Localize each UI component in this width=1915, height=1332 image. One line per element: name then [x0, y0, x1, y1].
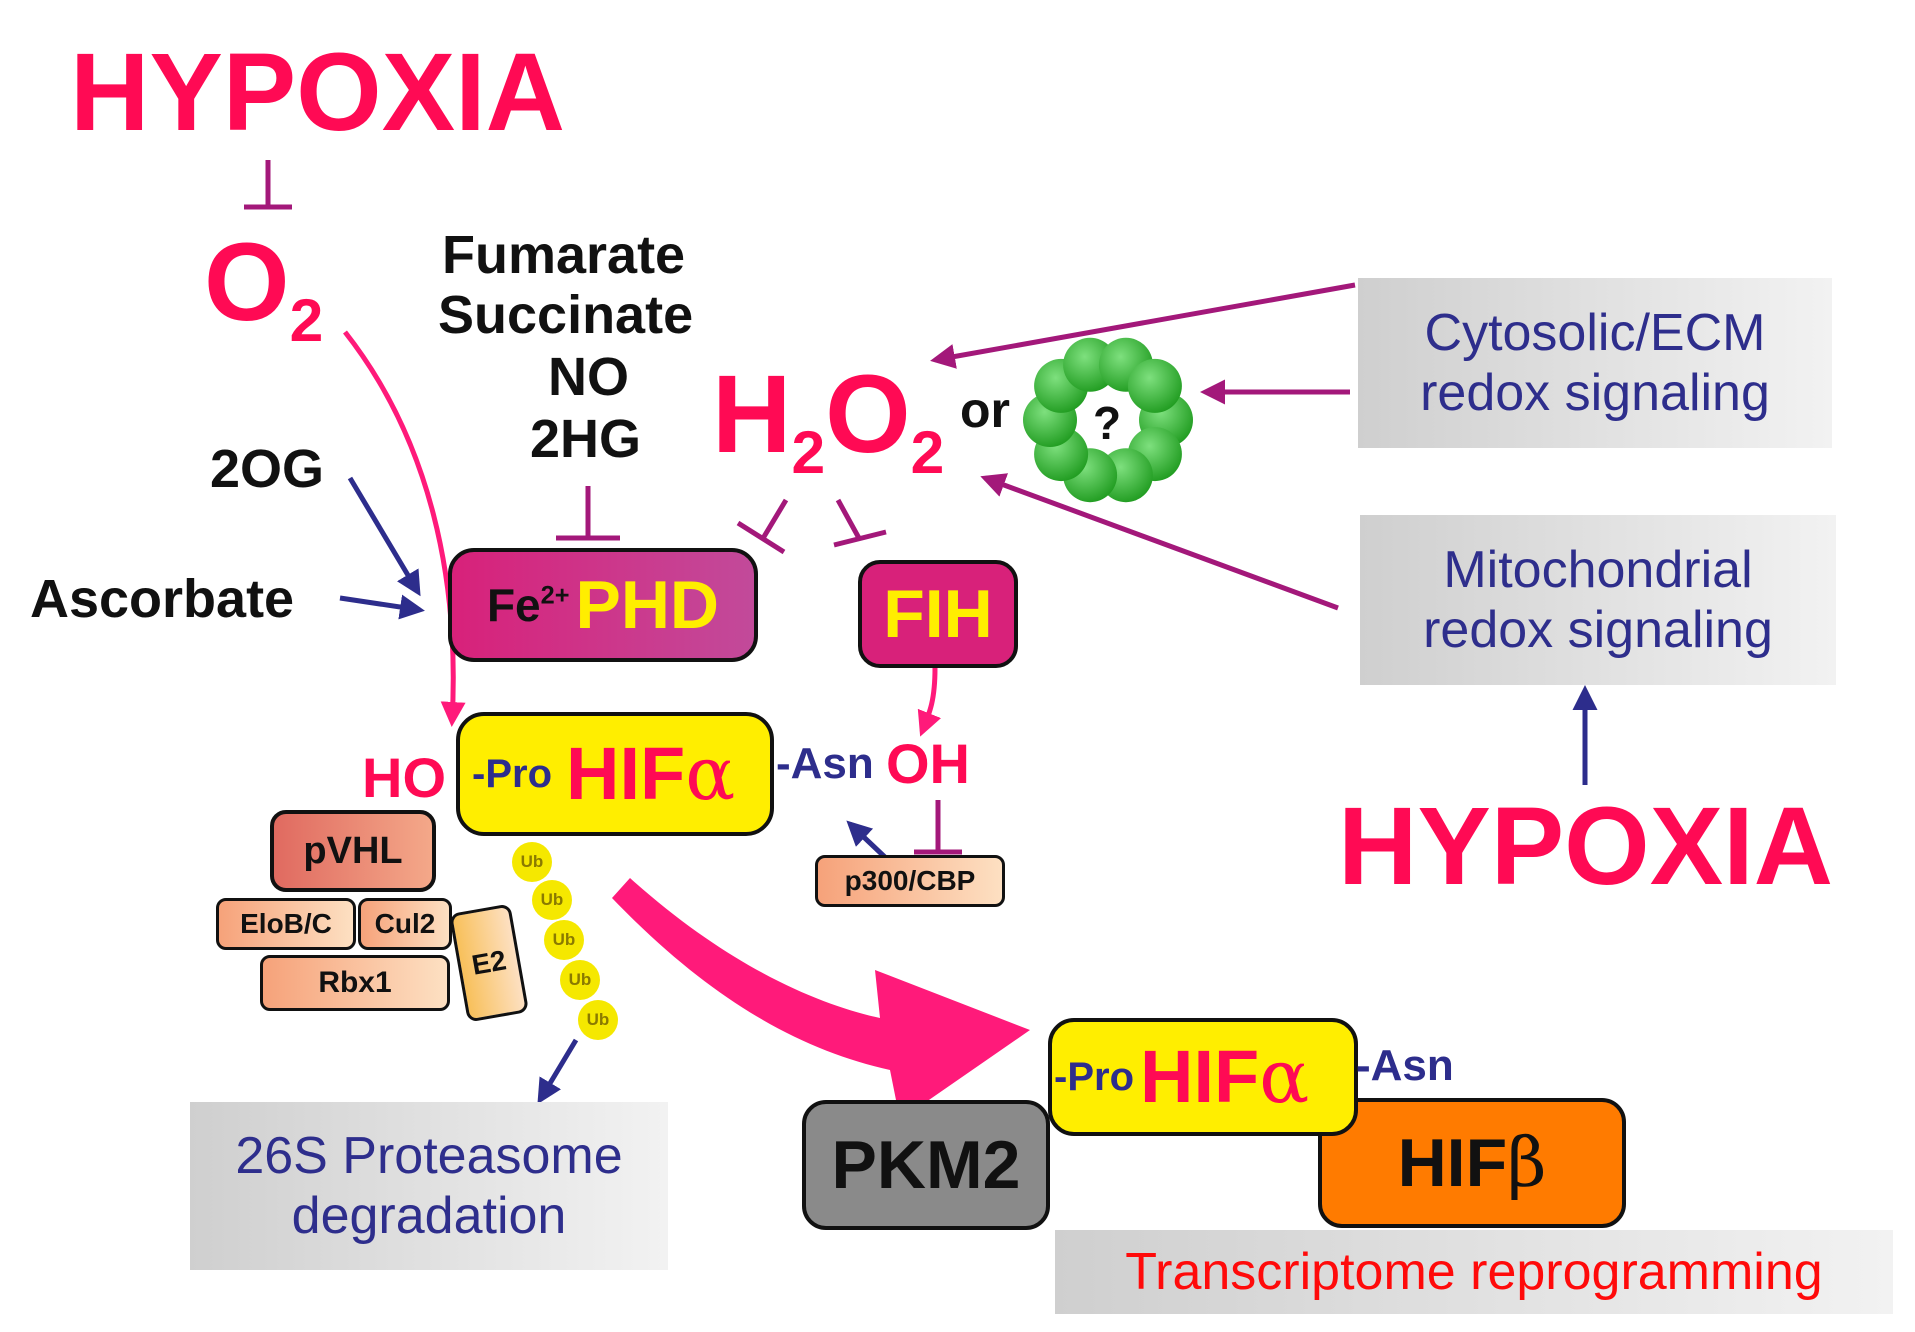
- ubiquitin-3: Ub: [544, 920, 584, 960]
- arrow-cytosolic-to-h2o2: [930, 282, 1356, 369]
- ubiquitin-2: Ub: [532, 880, 572, 920]
- arrow-p300-to-asn: [846, 820, 890, 862]
- hydroxyl-asn: OH: [886, 732, 970, 795]
- complex-pro-residue: -Pro: [1054, 1054, 1134, 1099]
- arrow-ascorbate: [339, 594, 425, 620]
- unknown-redox-complex: [1023, 337, 1193, 503]
- inhibit-metabolites-phd: [556, 486, 620, 541]
- inhibitor-2hg: 2HG: [530, 409, 642, 469]
- arrow-2og: [347, 476, 421, 597]
- phd-label: PHD: [575, 567, 720, 643]
- arrow-mito-to-h2o2: [980, 473, 1339, 611]
- complex-hif-alpha-label: HIFα: [1140, 1034, 1310, 1120]
- hypoxia-label-top: HYPOXIA: [70, 31, 566, 154]
- arrow-o2-to-hif: [343, 330, 466, 727]
- inhibitor-succinate: Succinate: [438, 285, 694, 345]
- ubiquitin-1: Ub: [512, 842, 552, 882]
- or-label: or: [960, 382, 1010, 438]
- hif-beta: HIFβ: [1318, 1098, 1626, 1228]
- ubiquitin-5: Ub: [578, 1000, 618, 1040]
- hif-beta-label: HIFβ: [1397, 1123, 1547, 1203]
- iron-cofactor: Fe2+: [486, 579, 570, 631]
- hif-alpha-label: HIFα: [566, 731, 736, 817]
- cytosolic-line2: redox signaling: [1420, 364, 1770, 422]
- mitochondrial-line1: Mitochondrial: [1443, 541, 1753, 599]
- arrow-fih-to-oh: [917, 667, 942, 737]
- h2o2-label: H2O2: [712, 353, 945, 487]
- unknown-mark: ?: [1093, 397, 1122, 449]
- fih-label: FIH: [883, 576, 993, 652]
- cytosolic-line1: Cytosolic/ECM: [1424, 304, 1766, 362]
- elob-c: EloB/C: [216, 898, 356, 950]
- proteasome-line1: 26S Proteasome: [235, 1127, 623, 1185]
- hydroxyl-pro: HO: [362, 746, 446, 809]
- inhibit-hypoxia-o2: [244, 160, 292, 210]
- hif-alpha-complex: -Pro HIFα: [1048, 1018, 1358, 1136]
- proteasome-line2: degradation: [291, 1187, 567, 1245]
- proteasome-degradation: 26S Proteasome degradation: [190, 1102, 668, 1270]
- phd-enzyme: Fe2+ PHD: [448, 548, 758, 662]
- inhibit-h2o2-phd: [736, 498, 789, 555]
- ring-sphere: [1127, 358, 1182, 413]
- inhibitor-no: NO: [548, 347, 629, 407]
- mitochondrial-redox-box: Mitochondrial redox signaling: [1360, 515, 1836, 685]
- pvhl: pVHL: [270, 810, 436, 892]
- arrow-ub-to-proteasome: [537, 1038, 579, 1105]
- p300-cbp: p300/CBP: [815, 855, 1005, 907]
- cytosolic-redox-box: Cytosolic/ECM redox signaling: [1358, 278, 1832, 448]
- pro-residue: -Pro: [472, 751, 552, 796]
- inhibit-h2o2-fih: [833, 498, 887, 548]
- transcriptome-label: Transcriptome reprogramming: [1125, 1243, 1823, 1301]
- oxygen-label: O2: [204, 221, 324, 355]
- cofactor-ascorbate: Ascorbate: [30, 569, 295, 629]
- cul2: Cul2: [358, 898, 452, 950]
- pkm2: PKM2: [802, 1100, 1050, 1230]
- complex-asn-residue: -Asn: [1356, 1041, 1454, 1090]
- asn-residue: -Asn: [776, 739, 874, 788]
- hypoxia-label-right: HYPOXIA: [1338, 785, 1834, 908]
- transcriptome-reprogramming: Transcriptome reprogramming: [1055, 1230, 1893, 1314]
- cofactor-2og: 2OG: [210, 439, 325, 499]
- mitochondrial-line2: redox signaling: [1423, 601, 1773, 659]
- hif-alpha-main: -Pro HIFα: [456, 712, 774, 836]
- rbx1: Rbx1: [260, 955, 450, 1011]
- inhibitor-fumarate: Fumarate: [442, 225, 686, 285]
- inhibit-oh-p300: [914, 800, 962, 855]
- big-arrow-to-complex: [612, 878, 1030, 1120]
- fih-enzyme: FIH: [858, 560, 1018, 668]
- ubiquitin-4: Ub: [560, 960, 600, 1000]
